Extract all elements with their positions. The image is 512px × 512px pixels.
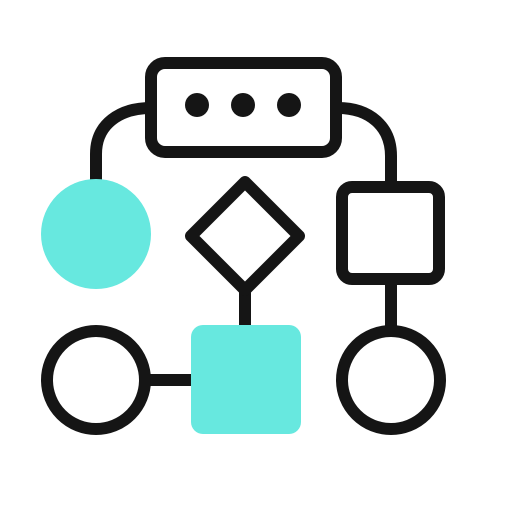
right-process-square (336, 181, 445, 285)
bottom-center-accent-square (191, 325, 301, 434)
edge-top-to-left-circle (90, 102, 157, 186)
decision-diamond (185, 176, 305, 296)
ellipsis-dot (231, 93, 255, 117)
ellipsis-dot (277, 93, 301, 117)
ellipsis-dot (185, 93, 209, 117)
ellipsis-icon (185, 93, 301, 117)
bottom-right-circle (336, 325, 446, 435)
edge-top-to-right-square (332, 102, 397, 192)
bottom-left-circle (41, 325, 151, 435)
left-accent-circle (41, 179, 151, 289)
